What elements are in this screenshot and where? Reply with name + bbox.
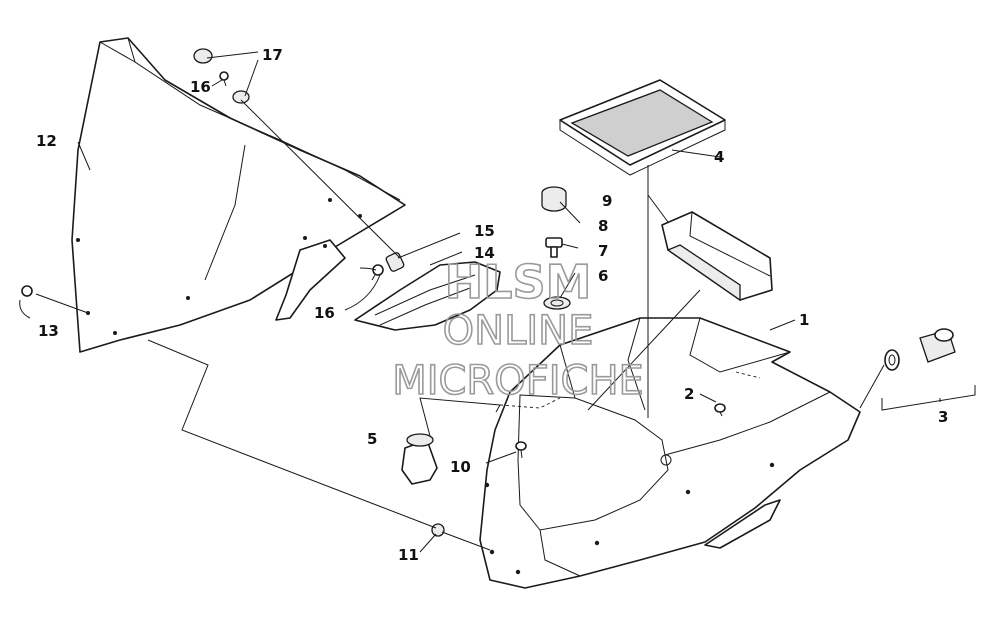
callout-6: 6	[598, 267, 608, 285]
module-part-9	[661, 211, 773, 302]
callout-14: 14	[474, 244, 495, 262]
callout-10: 10	[450, 458, 471, 476]
callout-labels: 1 2 3 4 5 6 7 8 9 10 11 12 13 14 15 16 1…	[36, 46, 948, 564]
screw-part-16-middle	[371, 264, 384, 281]
callout-1: 1	[799, 311, 809, 329]
callout-5: 5	[367, 430, 377, 448]
grommet-part-17	[193, 48, 250, 104]
watermark-line-3: MICROFICHE	[392, 358, 644, 404]
key-part-7	[545, 237, 563, 258]
callout-16-middle: 16	[314, 304, 335, 322]
callout-3: 3	[938, 408, 948, 426]
callout-4: 4	[714, 148, 724, 166]
callout-2: 2	[684, 385, 694, 403]
callout-11: 11	[398, 546, 419, 564]
screw-part-16-top	[219, 71, 229, 87]
windshield-bracket	[275, 239, 346, 321]
tray-part-4	[559, 79, 726, 176]
watermark-line-1: HLSM	[445, 255, 592, 309]
callout-17: 17	[262, 46, 283, 64]
screw-part-2	[714, 403, 726, 417]
callout-8: 8	[598, 217, 608, 235]
rivet-part-13	[21, 285, 33, 297]
screw-part-10	[515, 441, 527, 459]
callout-13: 13	[38, 322, 59, 340]
cap-part-8	[541, 186, 567, 212]
callout-12: 12	[36, 132, 57, 150]
callout-9: 9	[602, 192, 612, 210]
nut-part-6	[543, 296, 571, 310]
callout-7: 7	[598, 242, 608, 260]
callout-15: 15	[474, 222, 495, 240]
switch-part-5	[401, 433, 438, 485]
watermark-line-2: ONLINE	[443, 308, 594, 354]
grommet-part-15	[385, 252, 405, 272]
connector-part-3	[884, 328, 956, 371]
housing-part-14	[354, 261, 501, 331]
callout-16-top: 16	[190, 78, 211, 96]
clip-part-11	[431, 523, 445, 537]
windshield-part	[71, 37, 406, 353]
leader-lines	[19, 51, 976, 553]
watermark: HLSM ONLINE MICROFICHE	[391, 254, 644, 405]
